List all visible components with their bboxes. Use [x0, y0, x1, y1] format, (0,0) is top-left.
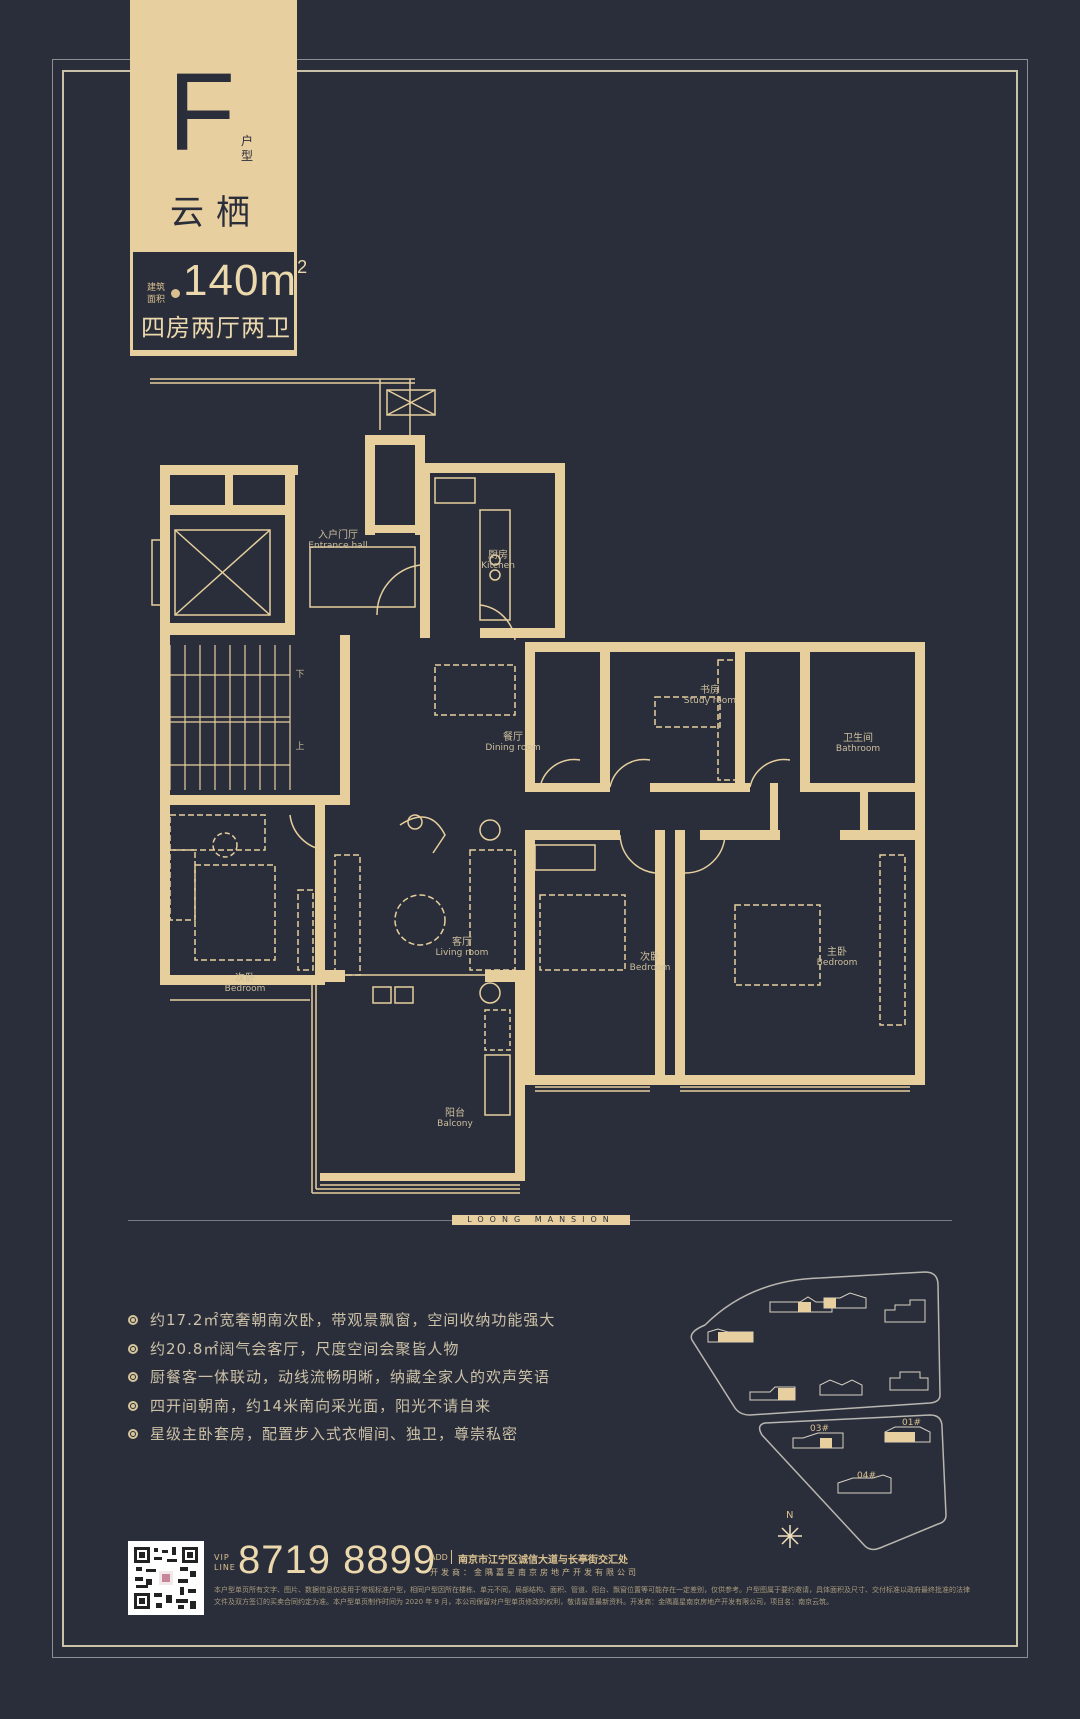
unit-letter: F — [168, 51, 236, 174]
feature-item: 四开间朝南，约14米南向采光面，阳光不请自来 — [128, 1397, 555, 1426]
qr-code — [128, 1541, 204, 1615]
address: 南京市江宁区诚信大道与长亭街交汇处 — [458, 1555, 628, 1566]
site-plan-drawing: 03# 01# 04# N — [690, 1271, 947, 1551]
site-plan: 03# 01# 04# N — [680, 1260, 960, 1564]
compass-icon — [778, 1525, 802, 1548]
floor-plan-drawing — [150, 378, 925, 1194]
disclaimer: 本户型单页所有文字、图片、数据信息仅适用于常规标准户型，相同户型因所在楼栋、单元… — [214, 1586, 970, 1606]
inner-frame — [62, 70, 1018, 1647]
stair-up-label: 上 — [295, 742, 305, 752]
feature-list: 约17.2㎡宽奢朝南次卧，带观景飘窗，空间收纳功能强大 约20.8㎡阔气会客厅，… — [128, 1311, 555, 1454]
developer: 开发商：金隅嘉星南京房地产开发有限公司 — [430, 1568, 639, 1577]
feature-item: 约17.2㎡宽奢朝南次卧，带观景飘窗，空间收纳功能强大 — [128, 1311, 555, 1340]
feature-item: 星级主卧套房，配置步入式衣帽间、独卫，尊崇私密 — [128, 1425, 555, 1454]
bullet-icon — [128, 1400, 138, 1411]
area-box: 建筑面积 140m2 四房两厅两卫 — [131, 250, 307, 352]
address-separator — [451, 1550, 452, 1564]
room-config: 四房两厅两卫 — [141, 314, 291, 342]
feature-item: 厨餐客一体联动，动线流畅明晰，纳藏全家人的欢声笑语 — [128, 1368, 555, 1397]
bullet-icon — [128, 1429, 138, 1439]
brand-label: LOONG MANSION — [452, 1215, 630, 1225]
area-value: 140m2 — [183, 256, 309, 305]
bullet-icon — [128, 1315, 138, 1325]
outer-frame — [52, 59, 1028, 1658]
stair-down-label: 下 — [295, 670, 305, 680]
dot-icon — [171, 289, 180, 298]
unit-type-tab: F 户型 云栖 建筑面积 140m2 四房两厅两卫 — [130, 0, 307, 356]
feature-item: 约20.8㎡阔气会客厅，尺度空间会聚皆人物 — [128, 1340, 555, 1369]
unit-type-label: 户型 — [241, 134, 254, 163]
area-label: 建筑面积 — [147, 283, 166, 305]
building-label: 03# — [810, 1424, 829, 1434]
phone-number[interactable]: 8719 8899 — [238, 1538, 437, 1582]
address-label: ADD — [430, 1553, 448, 1562]
north-label: N — [786, 1510, 793, 1521]
unit-name: 云栖 — [170, 193, 262, 233]
bullet-icon — [128, 1372, 138, 1382]
building-label: 01# — [902, 1418, 921, 1428]
building-label: 04# — [857, 1471, 876, 1481]
bullet-icon — [128, 1343, 138, 1354]
